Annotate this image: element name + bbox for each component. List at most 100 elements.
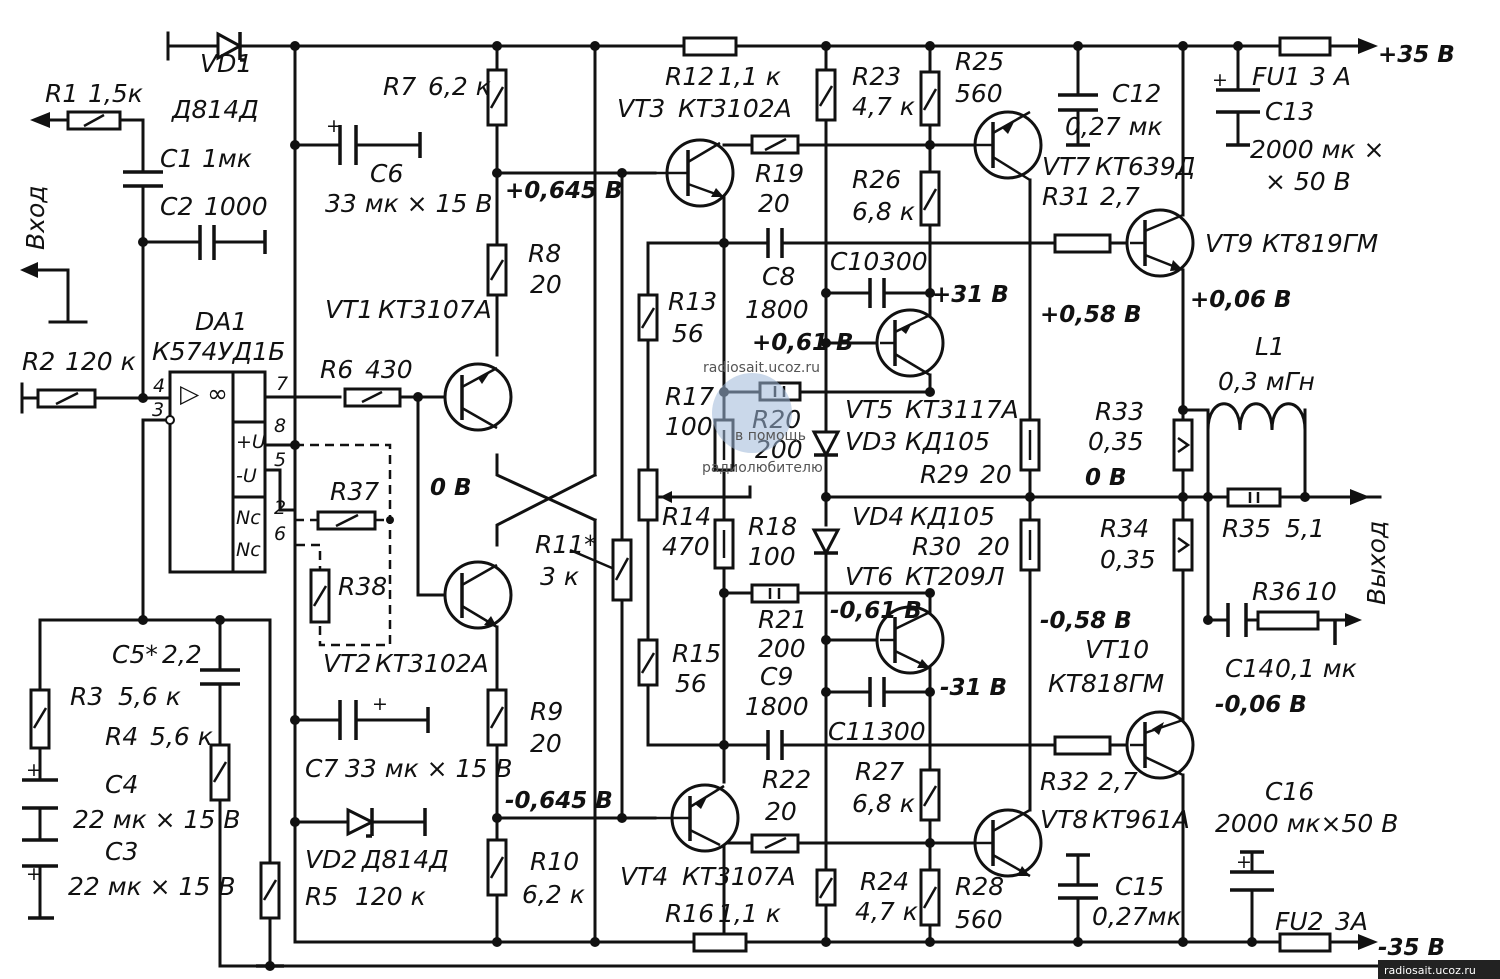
label-c11-value: 300 [878, 717, 926, 746]
inductor-l1 [1206, 402, 1307, 432]
label-r1-value: 1,5к [88, 79, 143, 108]
label-c7-ref: C7 [305, 754, 338, 783]
label-r8-value: 20 [530, 270, 562, 299]
transistor-vt2 [443, 560, 513, 630]
transistor-vt3 [655, 138, 735, 208]
label-r10-value: 6,2 к [522, 880, 585, 909]
opamp-symbol: ▷ ∞ [180, 379, 228, 408]
supply-plus-35: +35 В [1378, 42, 1455, 68]
label-r3-value: 5,6 к [118, 682, 181, 711]
label-c16-ref: C16 [1265, 777, 1314, 806]
resistor-r21 [750, 583, 800, 604]
label-c3-value: 22 мк × 15 В [68, 872, 235, 901]
label-c2-ref: C2 [160, 192, 193, 221]
label-r31-ref: R31 [1042, 182, 1091, 211]
input-port-label: Вход [21, 185, 50, 250]
label-r32-value: 2,7 [1098, 767, 1138, 796]
diode-vd4 [811, 528, 841, 557]
label-r15-value: 56 [675, 669, 707, 698]
label-fu1-value: 3 А [1310, 62, 1351, 91]
transistor-vt8 [973, 808, 1043, 878]
label-c9-value: 1800 [745, 692, 809, 721]
label-r29-value: 20 [980, 460, 1012, 489]
label-c13-ref: C13 [1265, 97, 1314, 126]
watermark-line2: радиолюбителю [702, 460, 823, 476]
label-r21-ref: R21 [758, 605, 807, 634]
label-c13-value: 2000 мк × [1250, 135, 1384, 164]
label-r10-ref: R10 [530, 847, 579, 876]
resistor-r9 [486, 688, 508, 747]
label-r33-value: 0,35 [1088, 427, 1144, 456]
label-vt1-value: КТ3107А [378, 295, 492, 324]
capacitor-c7: + [338, 693, 430, 740]
label-vd4-value: КД105 [910, 502, 995, 531]
zener-vd1 [216, 31, 246, 62]
label-fu2-value: 3А [1335, 907, 1368, 936]
capacitor-c4: + [22, 759, 58, 810]
svg-text:+: + [26, 863, 42, 885]
label-vd3-ref: VD3 [845, 427, 897, 456]
label-r36-ref: R36 [1252, 577, 1301, 606]
label-vd1-value: Д814Д [171, 95, 259, 124]
label-r35-value: 5,1 [1285, 514, 1325, 543]
label-r35-ref: R35 [1222, 514, 1271, 543]
label-c3-ref: C3 [105, 837, 138, 866]
voltage-plus-31: +31 В [932, 282, 1009, 308]
label-r17-value: 100 [665, 412, 713, 441]
label-r6-ref: R6 [320, 355, 353, 384]
resistor-r24 [815, 868, 837, 907]
label-c2-value: 1000 [204, 192, 268, 221]
fuse-fu2 [1278, 932, 1378, 953]
voltage-minus-0645: -0,645 В [505, 788, 613, 814]
label-r7-value: 6,2 к [428, 72, 491, 101]
capacitor-c9 [766, 730, 784, 760]
label-c13-value2: × 50 В [1265, 167, 1351, 196]
svg-text:+: + [1236, 851, 1252, 873]
label-r4-value: 5,6 к [150, 722, 213, 751]
label-vd3-value: КД105 [905, 427, 990, 456]
label-c5-value: 2,2 [162, 640, 202, 669]
capacitor-c8 [766, 228, 784, 258]
dashed-optional-parts [295, 443, 392, 647]
label-r34-ref: R34 [1100, 514, 1149, 543]
opamp-pin-8: 8 [274, 415, 286, 437]
label-c14-value: 0,1 мк [1275, 654, 1357, 683]
label-r26-value: 6,8 к [852, 197, 915, 226]
label-vd4-ref: VD4 [852, 502, 904, 531]
label-c8-value: 1800 [745, 295, 809, 324]
label-vt7-value: КТ639Д [1095, 152, 1195, 181]
label-r17-ref: R17 [665, 382, 714, 411]
wires [20, 31, 1382, 968]
arrow-heads [20, 112, 1370, 627]
label-c9-ref: C9 [760, 662, 793, 691]
svg-text:+: + [326, 115, 342, 137]
resistor-r34 [1172, 518, 1194, 572]
svg-text:+: + [26, 759, 42, 781]
resistor-r12 [682, 36, 738, 57]
resistor-r30 [1019, 518, 1041, 572]
watermark-url: radiosait.ucoz.ru [703, 360, 820, 376]
opamp-pin-3: 3 [152, 399, 164, 421]
label-r8-ref: R8 [528, 239, 561, 268]
label-r11-value: 3 к [540, 562, 579, 591]
transistor-vt6 [875, 605, 945, 675]
transistor-vt1 [443, 362, 513, 432]
fuse-fu1 [1278, 36, 1378, 57]
resistor-r16 [692, 932, 748, 953]
label-r14-value: 470 [662, 532, 710, 561]
label-r27-ref: R27 [855, 757, 904, 786]
label-r19-ref: R19 [755, 159, 804, 188]
resistor-r13 [637, 293, 659, 342]
voltage-plus-0645: +0,645 В [505, 178, 623, 204]
resistor-r14 [637, 468, 682, 522]
opamp-vminus-label: -U [236, 465, 257, 487]
label-r26-ref: R26 [852, 165, 901, 194]
capacitor-c12 [1058, 93, 1098, 147]
opamp-vplus-label: +U [236, 431, 266, 453]
output-port-label: Выход [1362, 521, 1391, 605]
transistor-vt10 [1125, 710, 1195, 780]
label-r2-value: 120 к [65, 347, 136, 376]
resistor-r3 [29, 688, 51, 750]
resistor-r11 [569, 538, 633, 602]
resistor-r35 [1226, 487, 1282, 508]
